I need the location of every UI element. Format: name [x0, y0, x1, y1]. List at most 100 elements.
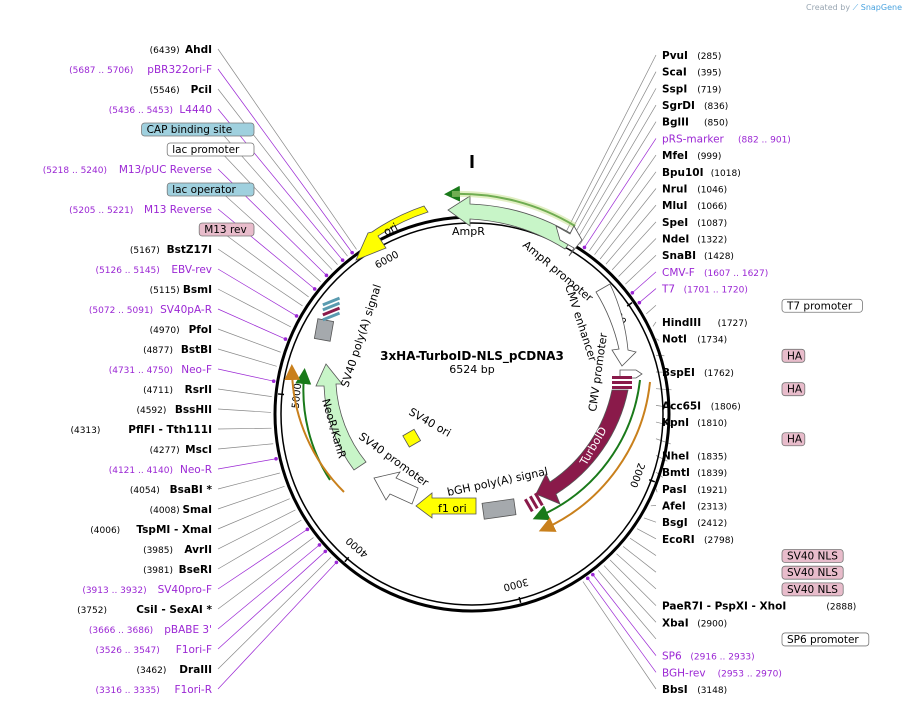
left-label-12[interactable]: BsmI(5115): [150, 284, 212, 296]
leader-line: [603, 565, 657, 623]
left-label-32[interactable]: F1ori-R(3316 .. 3335): [96, 684, 212, 696]
leader-line: [217, 228, 309, 298]
label-pos: (1018): [711, 169, 741, 179]
left-label-22[interactable]: BsaBI *(4054): [130, 484, 213, 496]
left-label-19[interactable]: PflFI - Tth111I(4313): [70, 424, 212, 436]
right-label-24[interactable]: NheI(1835): [662, 450, 727, 462]
feature-ampr[interactable]: AmpR: [444, 185, 577, 250]
left-label-7[interactable]: lac operator: [166, 182, 255, 197]
label-name: BmtI: [662, 467, 690, 479]
left-label-5[interactable]: lac promoter: [166, 142, 255, 157]
right-label-19[interactable]: BspEI(1762): [662, 367, 734, 379]
left-label-17[interactable]: RsrII(4711): [143, 384, 212, 396]
left-label-27[interactable]: SV40pro-F(3913 .. 3932): [82, 584, 212, 596]
right-label-18[interactable]: HA: [781, 348, 806, 363]
right-label-26[interactable]: PasI(1921): [662, 484, 727, 496]
bgh-polya-box: [481, 498, 517, 520]
left-label-6[interactable]: M13/pUC Reverse(5218 .. 5240): [43, 164, 212, 176]
label-name: BglII: [662, 117, 689, 129]
left-label-30[interactable]: F1ori-F(3526 .. 3547): [96, 644, 212, 656]
right-label-32[interactable]: SV40 NLS: [781, 582, 844, 597]
right-label-6[interactable]: MfeI(999): [662, 150, 721, 162]
primer-site-mark: [350, 250, 354, 255]
lac-mark: [322, 311, 341, 322]
label-name: BseRI: [179, 564, 212, 576]
right-label-27[interactable]: AfeI(2313): [662, 500, 727, 512]
left-label-14[interactable]: PfoI(4970): [150, 324, 212, 336]
left-label-15[interactable]: BstBI(4877): [143, 344, 212, 356]
right-label-4[interactable]: BglII(850): [662, 117, 728, 129]
right-label-20[interactable]: HA: [781, 382, 806, 397]
label-pos: (1428): [704, 252, 734, 262]
right-label-30[interactable]: SV40 NLS: [781, 549, 844, 563]
label-box: [141, 122, 255, 137]
label-name: T7: [661, 284, 675, 296]
left-label-2[interactable]: PciI(5546): [150, 84, 212, 96]
right-label-12[interactable]: SnaBI(1428): [662, 250, 734, 262]
left-label-26[interactable]: BseRI(3981): [143, 564, 212, 576]
right-label-37[interactable]: BGH-rev(2953 .. 2970): [662, 667, 782, 679]
right-label-7[interactable]: Bpu10I(1018): [662, 167, 741, 179]
right-label-36[interactable]: SP6(2916 .. 2933): [662, 651, 755, 663]
left-label-31[interactable]: DraIII(3462): [136, 664, 212, 676]
leader-lines: [217, 48, 673, 690]
leader-line: [217, 472, 280, 490]
left-label-21[interactable]: Neo-R(4121 .. 4140): [109, 464, 212, 476]
feature-turboid[interactable]: TurboID: [535, 389, 629, 505]
left-label-28[interactable]: CsiI - SexAI *(3752): [77, 604, 212, 616]
label-name: F1ori-R: [175, 684, 212, 696]
right-label-23[interactable]: HA: [781, 432, 806, 447]
leader-line: [571, 88, 657, 240]
right-label-33[interactable]: PaeR7I - PspXI - XhoI(2888): [662, 601, 856, 613]
right-label-28[interactable]: BsgI(2412): [662, 517, 727, 529]
label-name: M13 rev: [204, 224, 247, 236]
left-label-29[interactable]: pBABE 3'(3666 .. 3686): [89, 624, 212, 636]
f1-ori-arrow: [415, 492, 477, 519]
right-label-2[interactable]: SspI(719): [662, 83, 721, 95]
right-label-14[interactable]: T7(1701 .. 1720): [661, 284, 748, 296]
nls-mark: [534, 492, 544, 507]
right-label-8[interactable]: NruI(1046): [662, 183, 727, 195]
right-label-1[interactable]: ScaI(395): [662, 67, 721, 79]
right-label-21[interactable]: Acc65I(1806): [662, 400, 741, 412]
ori-label: ori: [381, 220, 400, 238]
right-label-15[interactable]: T7 promoter: [781, 298, 863, 313]
right-label-16[interactable]: HindIII(1727): [662, 317, 748, 329]
right-label-10[interactable]: SpeI(1087): [662, 217, 727, 229]
right-label-35[interactable]: SP6 promoter: [781, 632, 870, 647]
right-label-0[interactable]: PvuI(285): [662, 50, 721, 62]
left-label-8[interactable]: M13 Reverse(5205 .. 5221): [69, 204, 212, 216]
right-label-3[interactable]: SgrDI(836): [662, 100, 728, 112]
right-label-9[interactable]: MluI(1066): [662, 200, 727, 212]
right-label-25[interactable]: BmtI(1839): [662, 467, 727, 479]
right-label-17[interactable]: NotI(1734): [662, 334, 727, 346]
left-label-10[interactable]: BstZ17I(5167): [130, 244, 212, 256]
left-label-3[interactable]: L4440(5436 .. 5453): [109, 104, 212, 116]
right-label-38[interactable]: BbsI(3148): [662, 684, 727, 696]
left-label-11[interactable]: EBV-rev(5126 .. 5145): [96, 264, 212, 276]
right-label-22[interactable]: KpnI(1810): [662, 417, 727, 429]
right-label-31[interactable]: SV40 NLS: [781, 565, 844, 580]
left-label-24[interactable]: TspMI - XmaI(4006): [90, 524, 212, 536]
right-label-5[interactable]: pRS-marker(882 .. 901): [662, 133, 791, 145]
left-label-0[interactable]: AhdI(6439): [150, 44, 212, 56]
feature-f1-ori[interactable]: f1 ori: [415, 492, 477, 519]
left-label-13[interactable]: SV40pA-R(5072 .. 5091): [89, 304, 212, 316]
backbone-inner: [280, 222, 664, 606]
right-label-11[interactable]: NdeI(1322): [662, 234, 727, 246]
right-label-13[interactable]: CMV-F(1607 .. 1627): [662, 267, 768, 279]
left-label-25[interactable]: AvrII(3985): [143, 544, 212, 556]
leader-line: [597, 570, 657, 640]
left-label-4[interactable]: CAP binding site: [141, 122, 255, 137]
right-label-29[interactable]: EcoRI(2798): [662, 534, 734, 546]
left-label-18[interactable]: BssHII(4592): [136, 404, 212, 416]
left-label-16[interactable]: Neo-F(4731 .. 4750): [109, 364, 212, 376]
label-pos: (1806): [711, 402, 741, 412]
left-label-23[interactable]: SmaI(4008): [150, 504, 212, 516]
feature-ori[interactable]: ori: [355, 205, 429, 261]
left-label-9[interactable]: M13 rev: [198, 222, 255, 237]
left-label-1[interactable]: pBR322ori-F(5687 .. 5706): [69, 64, 212, 76]
right-label-34[interactable]: XbaI(2900): [662, 617, 727, 629]
feature-sv40-ori[interactable]: SV40 ori: [402, 405, 453, 448]
left-label-20[interactable]: MscI(4277): [150, 444, 212, 456]
